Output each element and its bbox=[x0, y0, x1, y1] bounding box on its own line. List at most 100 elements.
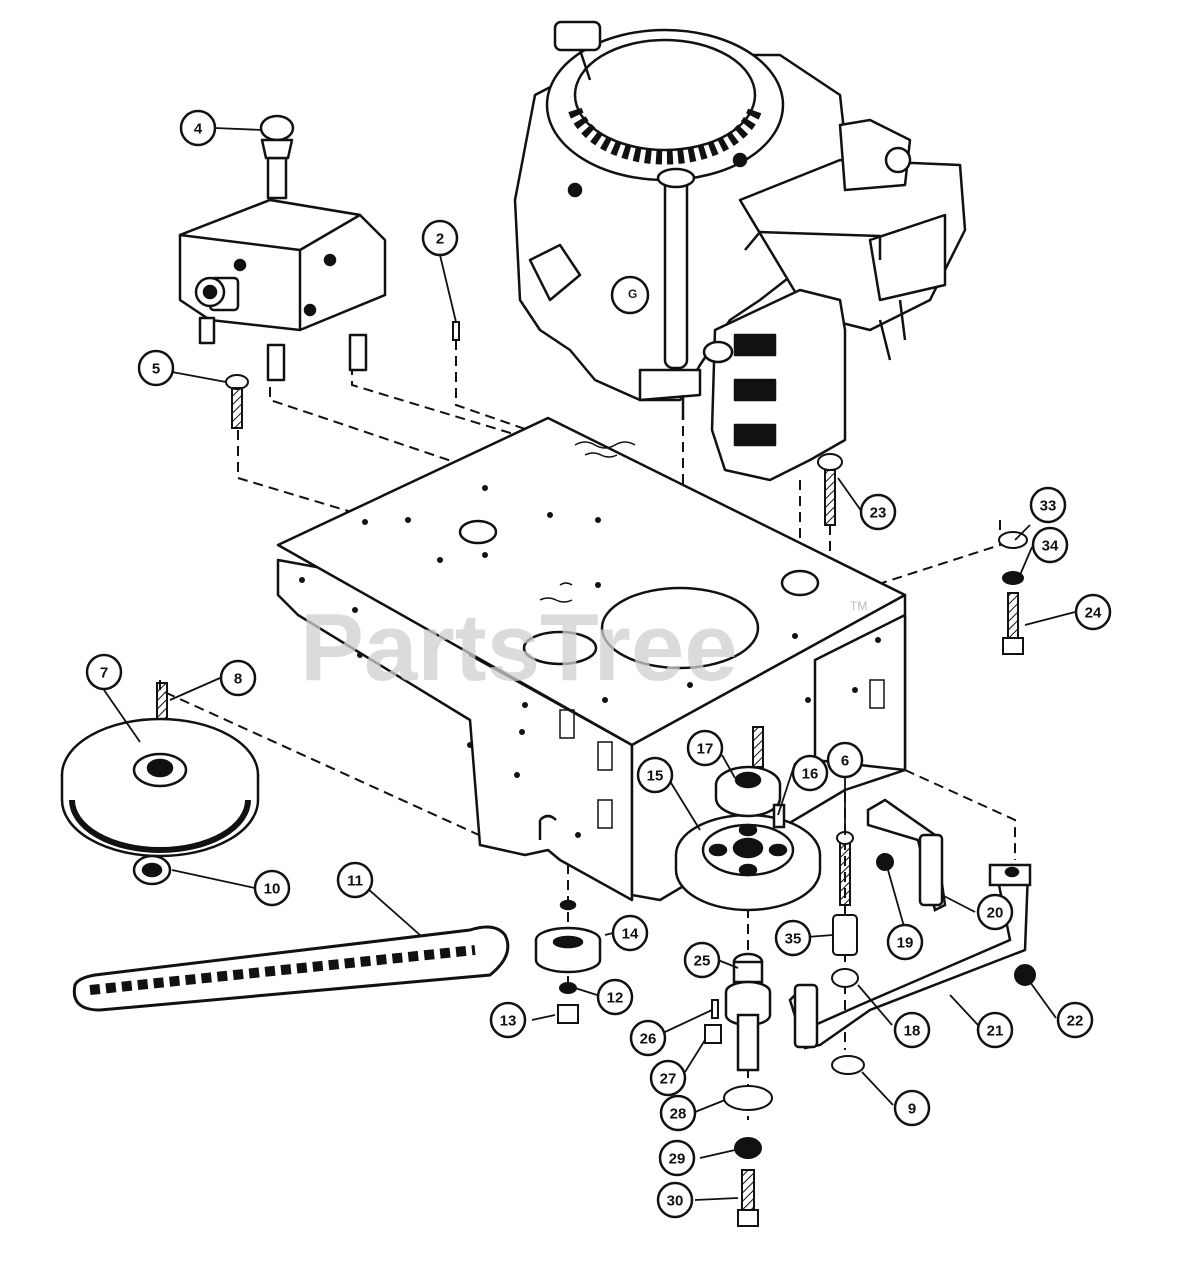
callout-6: 6 bbox=[826, 741, 864, 779]
large-pulley bbox=[60, 717, 260, 858]
frame-stamp-marks bbox=[539, 441, 885, 829]
callout-label: 16 bbox=[802, 766, 819, 783]
callout-2: 2 bbox=[421, 219, 459, 257]
callout-circle bbox=[1031, 526, 1069, 564]
callout-circle bbox=[1029, 486, 1067, 524]
callout-label: 18 bbox=[904, 1023, 921, 1040]
callout-label: 15 bbox=[647, 768, 664, 785]
watermark-trademark: TM bbox=[850, 599, 867, 613]
callout-circle bbox=[336, 861, 374, 899]
callout-circle bbox=[976, 893, 1014, 931]
drive-belt bbox=[72, 925, 510, 1012]
callout-label: 2 bbox=[436, 231, 444, 248]
callout-label: 33 bbox=[1040, 498, 1057, 515]
callout-label: 8 bbox=[234, 671, 242, 688]
callout-20: 20 bbox=[976, 893, 1014, 931]
callout-8: 8 bbox=[219, 659, 257, 697]
drive-pulley bbox=[674, 813, 822, 912]
spacer-10 bbox=[132, 854, 172, 886]
callout-34: 34 bbox=[1031, 526, 1069, 564]
lever-21 bbox=[788, 863, 1032, 1050]
callout-circle bbox=[179, 109, 217, 147]
callout-24: 24 bbox=[1074, 593, 1112, 631]
callout-label: 28 bbox=[670, 1106, 687, 1123]
callout-label: 6 bbox=[841, 753, 849, 770]
callout-label: 23 bbox=[870, 505, 887, 522]
callout-circle bbox=[636, 756, 674, 794]
frame-openings bbox=[458, 519, 820, 670]
callout-circle bbox=[826, 741, 864, 779]
callout-circle bbox=[859, 493, 897, 531]
callout-circle bbox=[658, 1139, 696, 1177]
frame-holes bbox=[299, 485, 881, 838]
callout-circle bbox=[659, 1094, 697, 1132]
callout-label: 13 bbox=[500, 1013, 517, 1030]
callout-circle bbox=[893, 1011, 931, 1049]
callout-15: 15 bbox=[636, 756, 674, 794]
callout-label: 19 bbox=[897, 935, 914, 952]
callout-circle bbox=[85, 653, 123, 691]
engine bbox=[513, 20, 967, 482]
callout-circle bbox=[137, 349, 175, 387]
callout-9: 9 bbox=[893, 1089, 931, 1127]
callout-circle bbox=[219, 659, 257, 697]
callout-circle bbox=[649, 1059, 687, 1097]
callout-label: 4 bbox=[194, 121, 203, 138]
fasteners bbox=[156, 321, 1036, 1227]
callout-label: 17 bbox=[697, 741, 714, 758]
idler-pulley bbox=[534, 899, 602, 974]
callout-25: 25 bbox=[683, 941, 721, 979]
callout-label: 30 bbox=[667, 1193, 684, 1210]
gear-box bbox=[178, 114, 387, 382]
callout-circle bbox=[774, 919, 812, 957]
callout-circle bbox=[596, 978, 634, 1016]
callout-label: 20 bbox=[987, 905, 1004, 922]
callout-circle bbox=[421, 219, 459, 257]
callout-26: 26 bbox=[629, 1019, 667, 1057]
callout-label: 7 bbox=[100, 665, 108, 682]
callout-33: 33 bbox=[1029, 486, 1067, 524]
callout-circle bbox=[886, 923, 924, 961]
callout-label: 11 bbox=[347, 873, 363, 890]
callout-circle bbox=[611, 914, 649, 952]
callout-label: 34 bbox=[1042, 538, 1059, 555]
callout-leader-lines bbox=[103, 127, 1076, 1201]
callout-circle bbox=[1074, 593, 1112, 631]
callout-18: 18 bbox=[893, 1011, 931, 1049]
callout-35: 35 bbox=[774, 919, 812, 957]
callout-5: 5 bbox=[137, 349, 175, 387]
callout-label: 27 bbox=[660, 1071, 677, 1088]
callout-label: 29 bbox=[669, 1151, 686, 1168]
callout-27: 27 bbox=[649, 1059, 687, 1097]
callout-16: 16 bbox=[791, 754, 829, 792]
callout-circle bbox=[976, 1011, 1014, 1049]
callout-circle bbox=[489, 1001, 527, 1039]
callout-12: 12 bbox=[596, 978, 634, 1016]
callout-14: 14 bbox=[611, 914, 649, 952]
callout-29: 29 bbox=[658, 1139, 696, 1177]
callout-28: 28 bbox=[659, 1094, 697, 1132]
hub-assembly bbox=[724, 952, 772, 1072]
bracket-20 bbox=[866, 798, 947, 912]
callout-circle bbox=[683, 941, 721, 979]
callout-label: 10 bbox=[264, 881, 281, 898]
watermark-text: PartsTree bbox=[300, 594, 738, 701]
callout-23: 23 bbox=[859, 493, 897, 531]
callout-19: 19 bbox=[886, 923, 924, 961]
callout-17: 17 bbox=[686, 729, 724, 767]
callout-circle bbox=[629, 1019, 667, 1057]
callout-circle bbox=[791, 754, 829, 792]
callout-label: 24 bbox=[1085, 605, 1102, 622]
watermark: PartsTree TM bbox=[300, 594, 867, 701]
callout-label: 35 bbox=[785, 931, 802, 948]
upper-pulley bbox=[714, 765, 786, 829]
callout-circle bbox=[893, 1089, 931, 1127]
callout-22: 22 bbox=[1056, 1001, 1094, 1039]
callout-label: 5 bbox=[152, 361, 160, 378]
callout-label: 12 bbox=[607, 990, 624, 1007]
callout-13: 13 bbox=[489, 1001, 527, 1039]
callout-label: 21 bbox=[987, 1023, 1004, 1040]
